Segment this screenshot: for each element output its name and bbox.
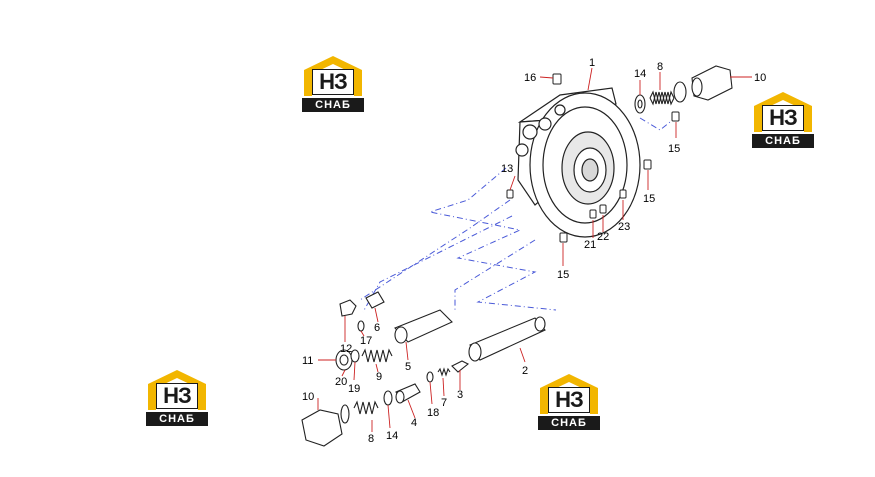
callout-17: 17 xyxy=(360,335,372,347)
callout-21: 21 xyxy=(584,239,596,251)
callout-12: 12 xyxy=(340,343,352,355)
watermark-logo-right: НЗ СНАБ xyxy=(752,92,814,150)
lower-left-parts xyxy=(301,291,546,447)
callout-2: 2 xyxy=(522,365,528,377)
callout-10-lower: 10 xyxy=(302,391,314,403)
callout-8-lower: 8 xyxy=(368,433,374,445)
callout-14-lower: 14 xyxy=(386,430,398,442)
watermark-logo-bottom-left: НЗ СНАБ xyxy=(146,370,208,428)
logo-letters: НЗ xyxy=(312,69,354,95)
callout-19: 19 xyxy=(348,383,360,395)
callout-1: 1 xyxy=(589,57,595,69)
logo-text: СНАБ xyxy=(752,134,814,148)
callout-5: 5 xyxy=(405,361,411,373)
callout-14-upper: 14 xyxy=(634,68,646,80)
logo-text: СНАБ xyxy=(538,416,600,430)
callout-18: 18 xyxy=(427,407,439,419)
callout-23: 23 xyxy=(618,221,630,233)
callout-20: 20 xyxy=(335,376,347,388)
callout-16: 16 xyxy=(524,72,536,84)
callout-11: 11 xyxy=(302,355,313,367)
logo-letters: НЗ xyxy=(548,387,590,413)
watermark-logo-bottom-center: НЗ СНАБ xyxy=(538,374,600,432)
callout-6: 6 xyxy=(374,322,380,334)
callout-labels: 1 2 3 4 5 6 7 8 8 9 10 10 11 12 13 14 14… xyxy=(302,57,766,445)
upper-right-parts xyxy=(634,65,733,114)
callout-3: 3 xyxy=(457,389,463,401)
callout-4: 4 xyxy=(411,417,417,429)
callout-7: 7 xyxy=(441,397,447,409)
callout-13: 13 xyxy=(501,163,513,175)
callout-15-right: 15 xyxy=(668,143,680,155)
watermark-logo-top: НЗ СНАБ xyxy=(302,56,364,114)
callout-15-mid: 15 xyxy=(643,193,655,205)
logo-text: СНАБ xyxy=(302,98,364,112)
logo-text: СНАБ xyxy=(146,412,208,426)
callout-9: 9 xyxy=(376,371,382,383)
logo-letters: НЗ xyxy=(156,383,198,409)
leader-lines xyxy=(317,67,752,432)
callout-10-upper: 10 xyxy=(754,72,766,84)
callout-8-upper: 8 xyxy=(657,61,663,73)
housing-part-1 xyxy=(515,87,641,238)
callout-15-bottom: 15 xyxy=(557,269,569,281)
logo-letters: НЗ xyxy=(762,105,804,131)
callout-22: 22 xyxy=(597,231,609,243)
